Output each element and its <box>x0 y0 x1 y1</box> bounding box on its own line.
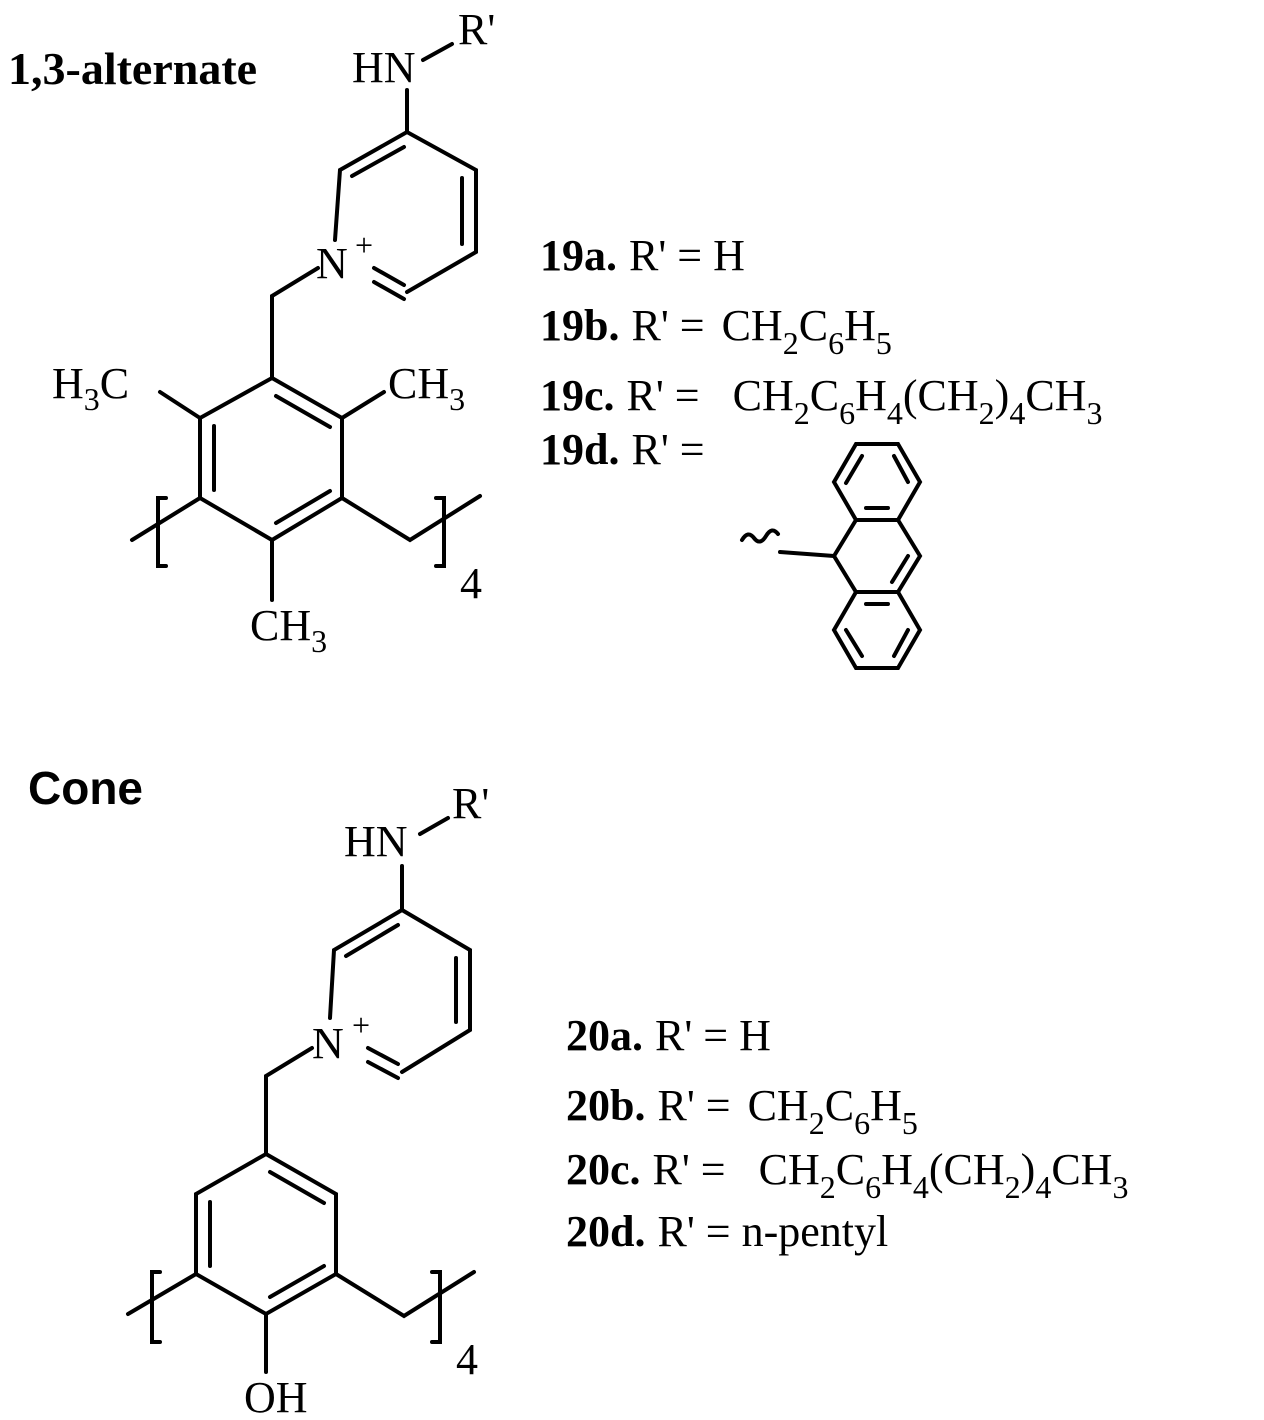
pyridinium-ring <box>328 907 472 1080</box>
structure-cone: HN R' N + OH <box>126 779 489 1420</box>
compound-20d: 20d.R' = n-pentyl <box>566 1207 888 1256</box>
compound-19c: 19c.R' = CH2C6H4(CH2)4CH3 <box>540 371 1102 431</box>
phenol-ring <box>194 1151 338 1317</box>
anthracenylmethyl-structure <box>740 442 923 670</box>
hn-label: HN <box>352 43 416 92</box>
compound-20c: 20c.R' = CH2C6H4(CH2)4CH3 <box>566 1145 1128 1205</box>
n-plus-label: N <box>316 239 348 288</box>
repeat-count: 4 <box>460 559 482 608</box>
compound-list-19: 19a.R' = H 19b.R' = CH2C6H5 19c.R' = CH2… <box>540 231 1102 670</box>
plus-charge: + <box>352 1007 370 1043</box>
hn-label: HN <box>344 817 408 866</box>
wavy-attachment <box>740 528 780 544</box>
r-prime-label: R' <box>458 5 495 54</box>
benzene-ring <box>198 375 344 543</box>
r-prime-label: R' <box>452 779 489 828</box>
repeat-left-bond <box>126 1272 198 1316</box>
section-title-cone: Cone <box>28 762 143 814</box>
oh-label: OH <box>244 1373 308 1420</box>
ch2-linker-bond <box>264 1046 314 1156</box>
repeat-right-bracket <box>430 1270 442 1344</box>
methyl-right-bond <box>340 390 386 420</box>
structure-1-3-alternate: HN R' N + <box>52 5 495 659</box>
nh-r-bond <box>421 42 454 62</box>
repeat-left-bracket <box>150 1270 162 1344</box>
compound-19d: 19d.R' = <box>540 425 705 474</box>
repeat-count: 4 <box>456 1335 478 1384</box>
ch2-linker-bond <box>270 266 320 380</box>
plus-charge: + <box>355 227 373 263</box>
methyl-left-bond <box>158 390 202 420</box>
compound-20a: 20a.R' = H <box>566 1011 771 1060</box>
pyridinium-ring <box>333 129 478 301</box>
repeat-right-bond <box>340 494 482 543</box>
repeat-left-bond <box>130 496 202 542</box>
repeat-right-bracket <box>434 496 446 568</box>
section-cone: Cone HN R' N + OH <box>28 762 1128 1420</box>
h3c-left-label: H3C <box>52 359 129 417</box>
repeat-left-bracket <box>156 496 168 568</box>
compound-19a: 19a.R' = H <box>540 231 745 280</box>
repeat-right-bond <box>334 1270 476 1319</box>
compound-20b: 20b.R' = CH2C6H5 <box>566 1081 918 1141</box>
compound-19b: 19b.R' = CH2C6H5 <box>540 301 892 361</box>
ch3-right-label: CH3 <box>388 359 465 417</box>
nh-r-bond <box>418 816 450 836</box>
section-1-3-alternate: 1,3-alternate HN R' N + <box>8 5 1102 670</box>
n-plus-label: N <box>312 1019 344 1068</box>
compound-list-20: 20a.R' = H 20b.R' = CH2C6H5 20c.R' = CH2… <box>566 1011 1128 1256</box>
section-title-1-3-alternate: 1,3-alternate <box>8 43 257 94</box>
ch3-bottom-label: CH3 <box>250 601 327 659</box>
